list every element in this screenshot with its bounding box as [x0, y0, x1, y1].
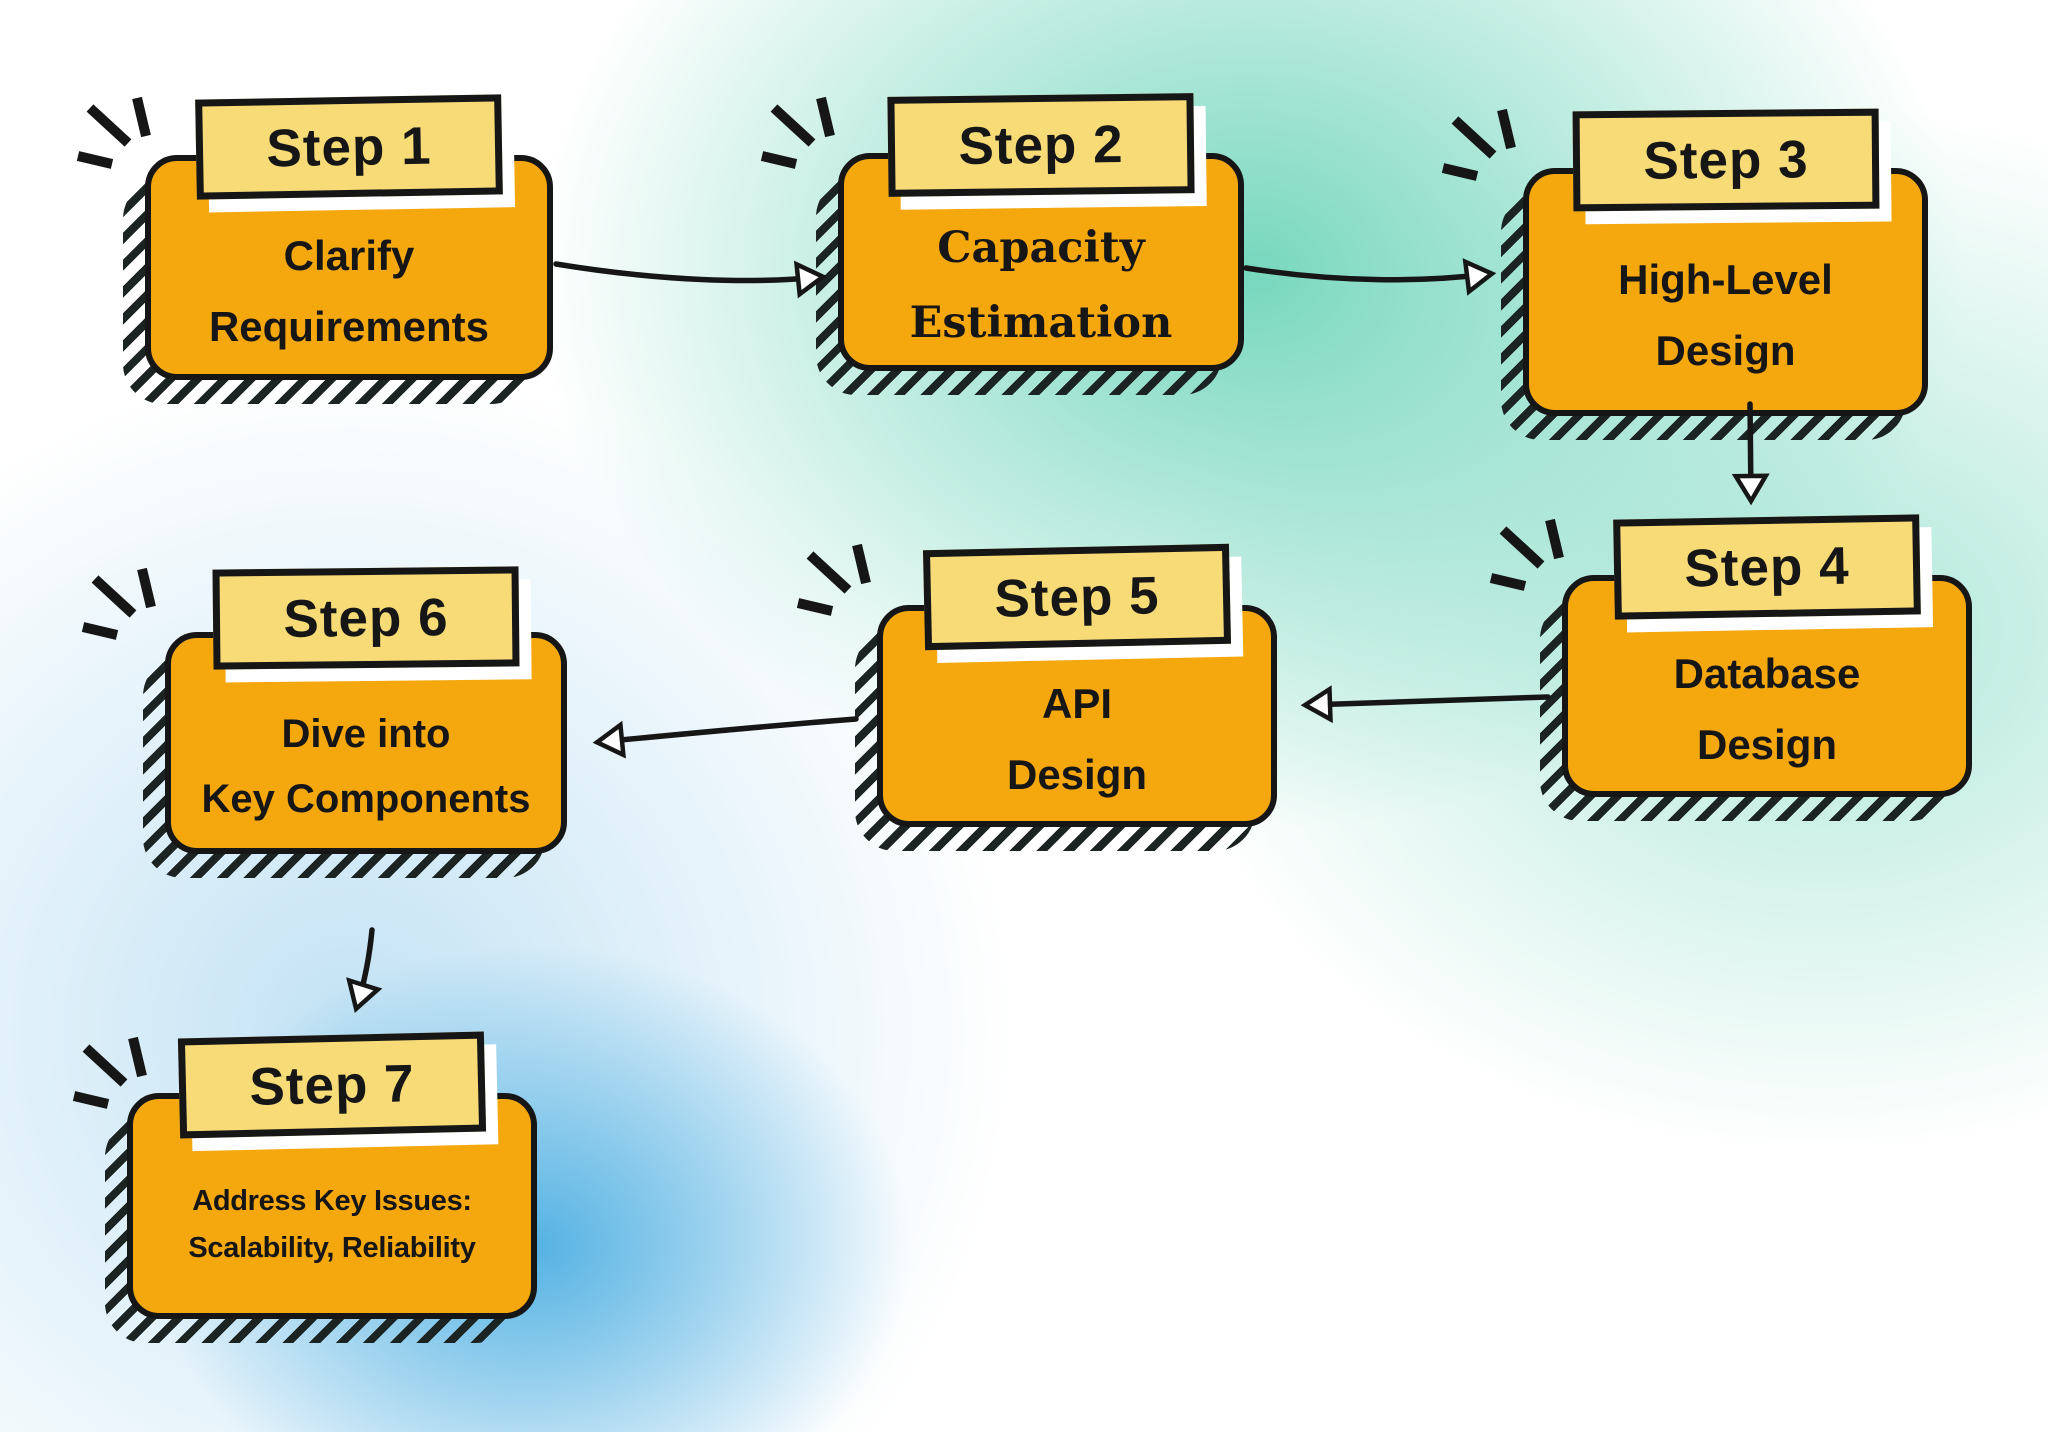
- step-label-line: Design: [1006, 751, 1148, 798]
- step-label-line: Estimation: [909, 298, 1173, 348]
- connector-arrow-4-5: [1300, 685, 1551, 724]
- step-label-line: Requirements: [208, 302, 490, 350]
- step-node-6: Dive into Key Components Step 6: [143, 566, 567, 878]
- sparkle-icon: [1443, 110, 1511, 176]
- step-label-line: API: [1041, 680, 1112, 728]
- step-badge: Step 6: [212, 566, 520, 670]
- sparkle-icon: [798, 545, 866, 611]
- sparkle-icon: [762, 98, 830, 164]
- step-label-line: Key Components: [201, 777, 531, 821]
- connector-arrow-5-6: [592, 716, 859, 759]
- step-node-2: Capacity Estimation Step 2: [816, 93, 1244, 395]
- step-node-4: Database Design Step 4: [1540, 514, 1972, 821]
- step-badge: Step 5: [922, 543, 1232, 651]
- step-node-5: API Design Step 5: [855, 543, 1277, 851]
- step-label-line: Scalability, Reliability: [188, 1232, 476, 1264]
- step-node-7: Address Key Issues: Scalability, Reliabi…: [105, 1031, 537, 1343]
- step-badge: Step 2: [887, 93, 1195, 197]
- step-badge: Step 1: [195, 94, 503, 200]
- sparkle-icon: [1491, 520, 1559, 586]
- step-label-line: Clarify: [283, 231, 415, 279]
- step-badge: Step 7: [177, 1031, 487, 1139]
- step-label-line: Dive into: [281, 712, 451, 757]
- step-label-line: Design: [1696, 721, 1838, 768]
- step-label-line: Address Key Issues:: [192, 1185, 472, 1218]
- connector-arrow-6-7: [346, 927, 383, 1014]
- sparkle-icon: [78, 98, 146, 164]
- step-node-3: High-Level Design Step 3: [1501, 108, 1928, 440]
- step-badge: Step 3: [1572, 108, 1879, 212]
- step-badge: Step 4: [1613, 514, 1921, 620]
- sparkle-icon: [83, 569, 151, 635]
- connector-arrow-2-3: [1243, 258, 1497, 296]
- step-label-line: Capacity: [937, 222, 1145, 273]
- step-label-line: Database: [1673, 650, 1861, 698]
- step-label-line: High-Level: [1618, 256, 1833, 304]
- connector-arrow-1-2: [553, 260, 828, 299]
- step-node-1: Clarify Requirements Step 1: [123, 94, 553, 404]
- step-label-line: Design: [1655, 327, 1796, 374]
